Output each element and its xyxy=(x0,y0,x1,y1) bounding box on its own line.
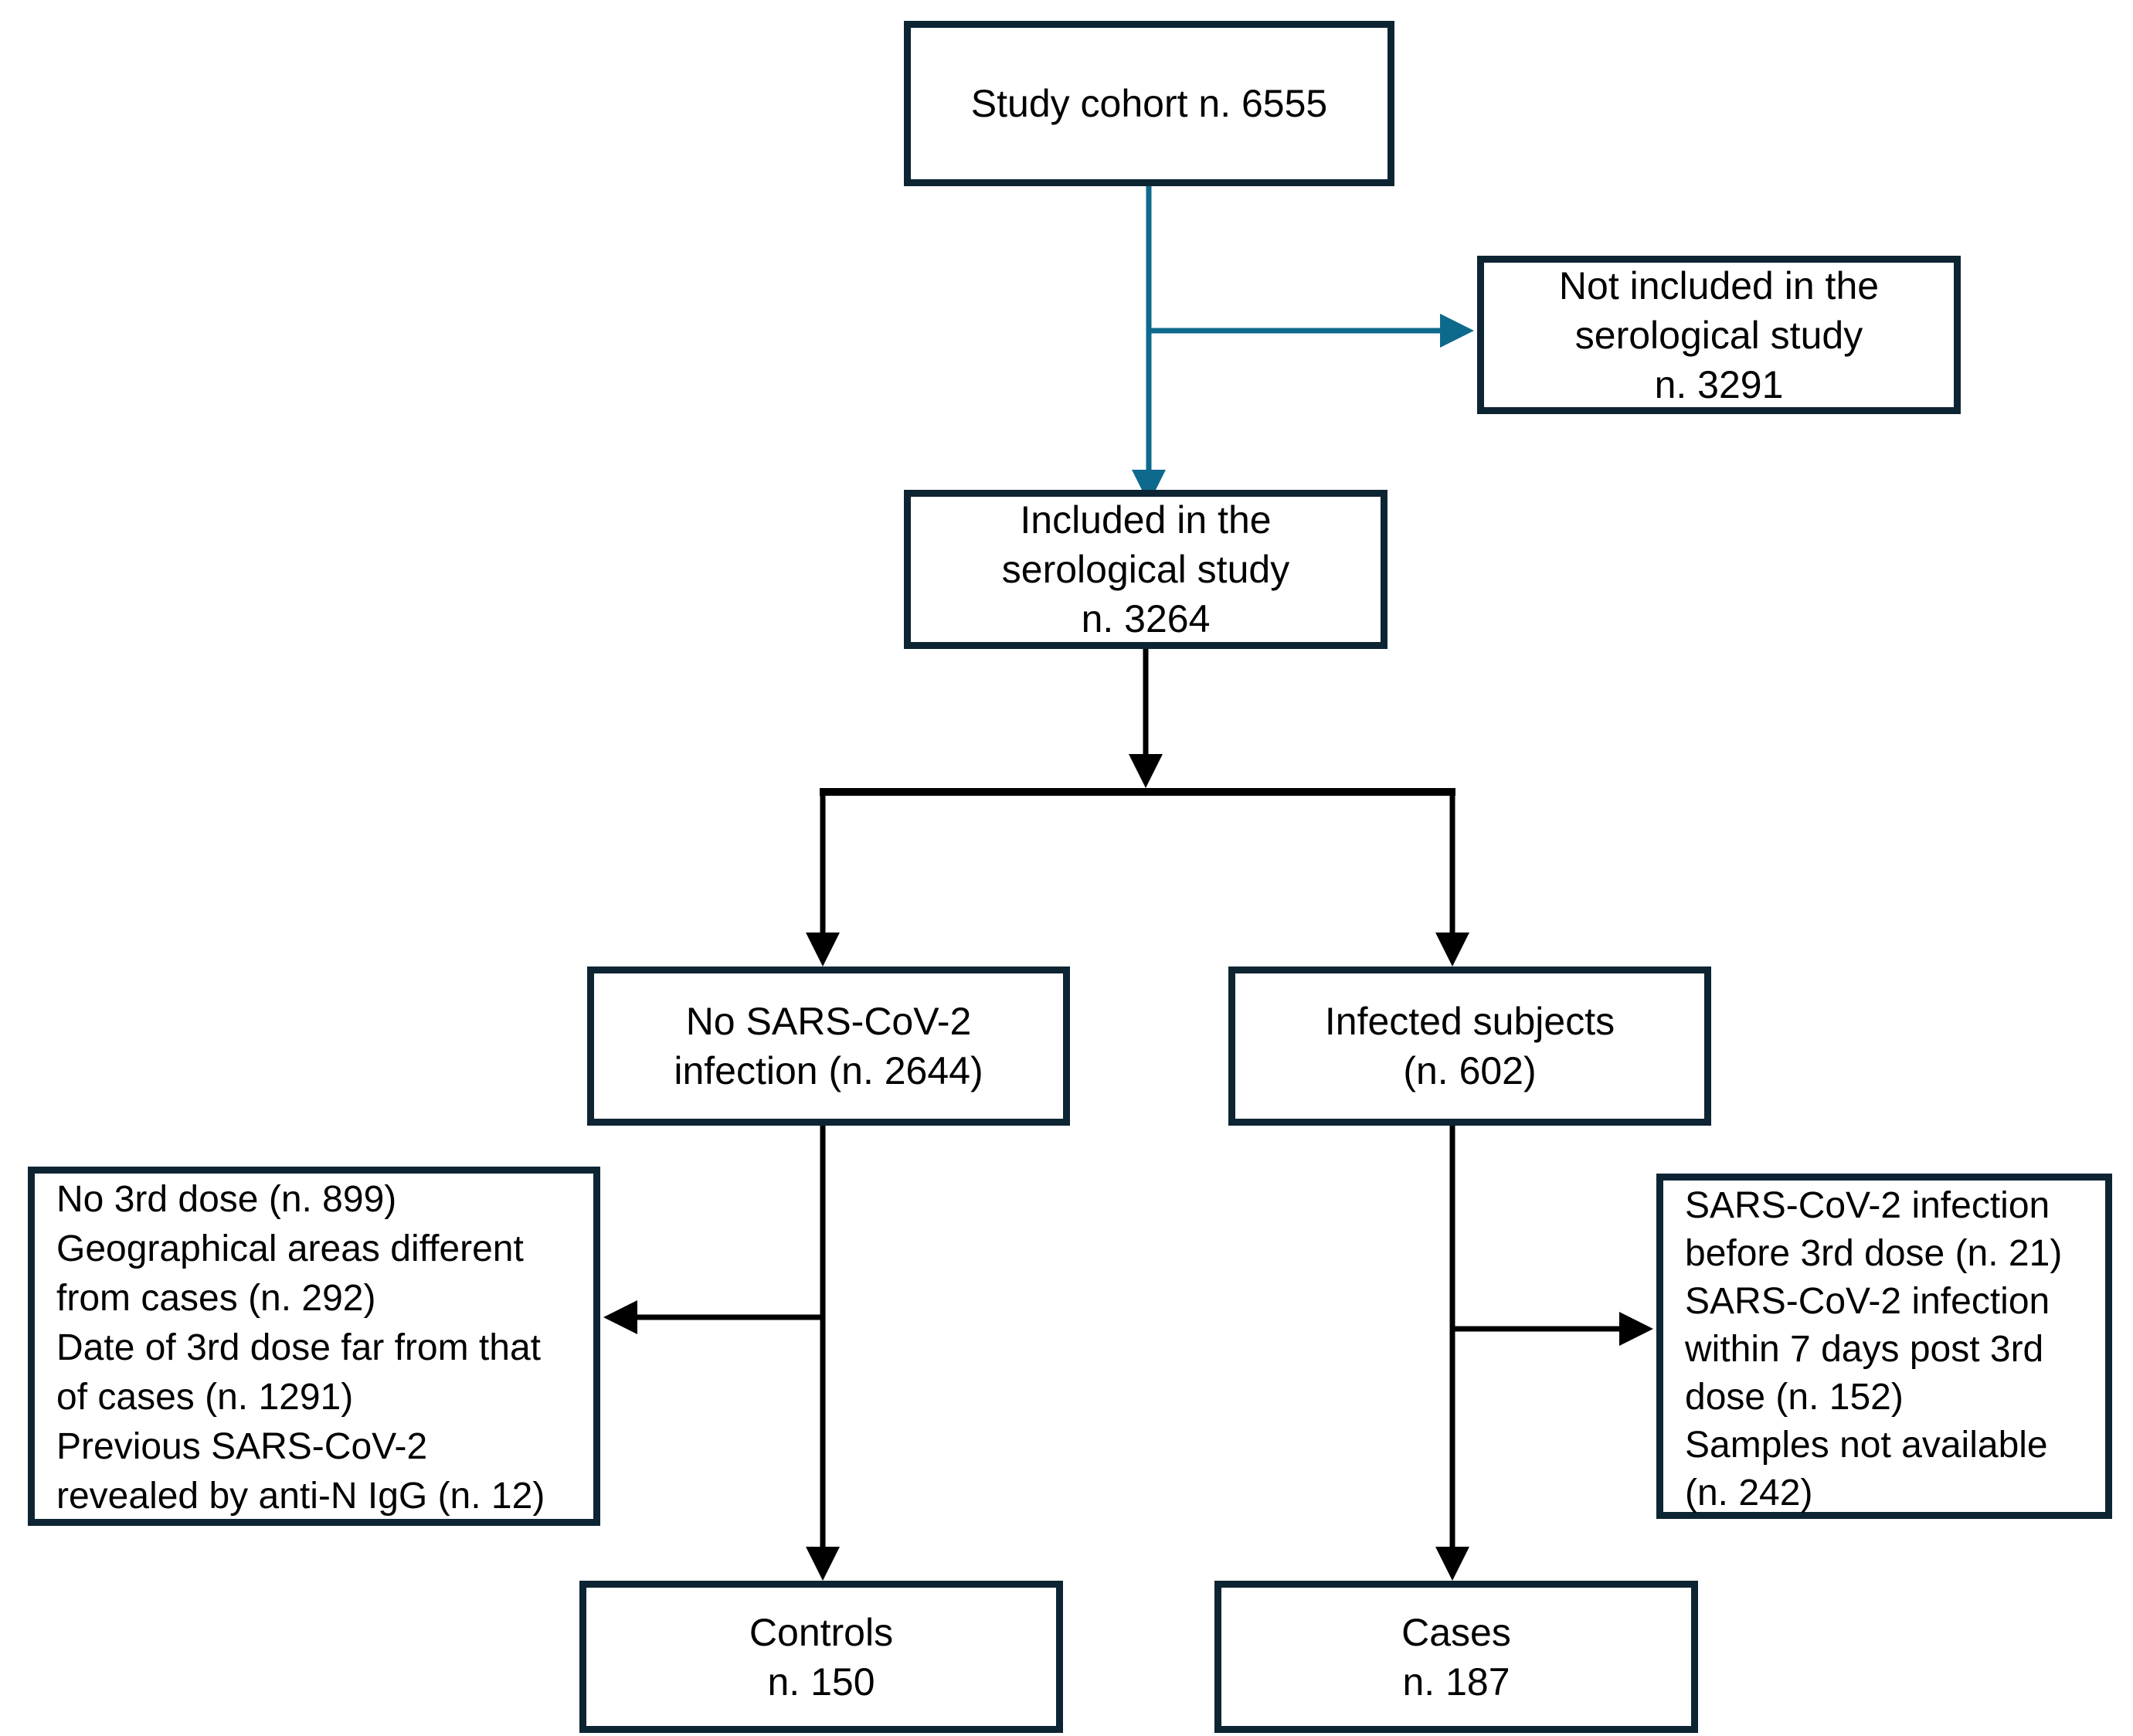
node-controls-exclusions: No 3rd dose (n. 899) Geographical areas … xyxy=(28,1167,600,1526)
edge-split-to-noinfection-arrowhead xyxy=(806,933,840,967)
controls-exclusion-item: of cases (n. 1291) xyxy=(56,1377,354,1418)
node-included-text: serological study xyxy=(1001,548,1290,591)
node-cases-count: n. 187 xyxy=(1402,1660,1510,1704)
edge-infected-to-cases-arrowhead xyxy=(1435,1547,1469,1581)
edge-noinfection-to-exclusions-arrowhead xyxy=(603,1300,637,1334)
edge-noinfection-to-controls-arrowhead xyxy=(806,1547,840,1581)
edge-study-to-included-arrowhead xyxy=(1132,470,1166,504)
cases-exclusion-item: SARS-CoV-2 infection xyxy=(1685,1281,2050,1322)
cases-exclusion-item: before 3rd dose (n. 21) xyxy=(1685,1233,2063,1274)
node-cases: Cases n. 187 xyxy=(1214,1581,1698,1733)
node-study-cohort: Study cohort n. 6555 xyxy=(904,21,1394,186)
node-not-included: Not included in the serological study n.… xyxy=(1477,256,1961,414)
node-no-infection: No SARS-CoV-2 infection (n. 2644) xyxy=(587,967,1070,1126)
cases-exclusion-item: within 7 days post 3rd xyxy=(1685,1329,2044,1370)
node-no-infection-text: No SARS-CoV-2 xyxy=(685,1000,972,1043)
node-infected-subjects-count: (n. 602) xyxy=(1403,1049,1537,1092)
edge-included-to-split-arrowhead xyxy=(1129,754,1163,788)
cases-exclusion-item: Samples not available xyxy=(1685,1425,2048,1466)
controls-exclusion-item: Date of 3rd dose far from that xyxy=(56,1327,541,1368)
controls-exclusion-item: from cases (n. 292) xyxy=(56,1278,376,1319)
node-study-cohort-text: Study cohort n. 6555 xyxy=(970,82,1328,125)
node-included: Included in the serological study n. 326… xyxy=(904,490,1387,649)
controls-exclusion-item: revealed by anti-N IgG (n. 12) xyxy=(56,1476,545,1517)
edge-study-to-notincluded-arrowhead xyxy=(1440,314,1474,348)
node-included-text: Included in the xyxy=(1020,498,1272,542)
node-no-infection-text: infection (n. 2644) xyxy=(674,1049,983,1092)
cases-exclusion-item: (n. 242) xyxy=(1685,1473,1813,1513)
node-controls-text: Controls xyxy=(749,1610,894,1654)
node-controls: Controls n. 150 xyxy=(579,1581,1063,1733)
node-controls-count: n. 150 xyxy=(767,1660,875,1704)
edge-split-to-infected-arrowhead xyxy=(1435,933,1469,967)
edge-infected-to-exclusions-arrowhead xyxy=(1619,1312,1653,1346)
node-included-count: n. 3264 xyxy=(1081,597,1211,640)
node-infected-subjects: Infected subjects (n. 602) xyxy=(1228,967,1711,1126)
node-cases-text: Cases xyxy=(1401,1610,1511,1654)
cases-exclusion-item: SARS-CoV-2 infection xyxy=(1685,1185,2050,1226)
controls-exclusion-item: Geographical areas different xyxy=(56,1228,524,1269)
node-not-included-text: serological study xyxy=(1574,313,1863,357)
node-infected-subjects-text: Infected subjects xyxy=(1324,1000,1615,1043)
node-cases-exclusions: SARS-CoV-2 infection before 3rd dose (n.… xyxy=(1656,1174,2112,1519)
cases-exclusion-item: dose (n. 152) xyxy=(1685,1377,1904,1418)
node-not-included-count: n. 3291 xyxy=(1654,362,1784,406)
node-not-included-text: Not included in the xyxy=(1558,263,1880,307)
controls-exclusion-item: Previous SARS-CoV-2 xyxy=(56,1426,428,1467)
controls-exclusion-item: No 3rd dose (n. 899) xyxy=(56,1179,397,1220)
